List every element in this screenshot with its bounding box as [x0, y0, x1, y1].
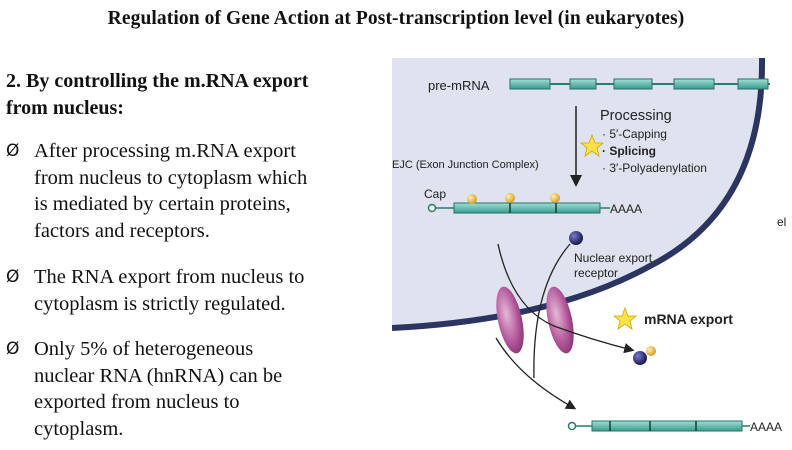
slide-title: Regulation of Gene Action at Post-transc…	[107, 8, 685, 29]
processed-mrna	[453, 202, 601, 214]
bullet-line: After processing m.RNA export	[34, 140, 296, 162]
cap-label: Cap	[424, 187, 446, 201]
exported-ejc	[646, 346, 656, 356]
bullet-item: Ø After processing m.RNA export from nuc…	[6, 138, 391, 244]
ejc-label: EJC (Exon Junction Complex)	[392, 159, 539, 171]
star-icon	[612, 306, 638, 330]
mrna-export-figure: pre-mRNA Processing · 5′-Capping · Splic…	[392, 58, 792, 442]
bullet-line: nuclear RNA (hnRNA) can be	[34, 364, 283, 387]
bullet-line: factors and receptors.	[34, 219, 210, 242]
exported-mrna-arrow	[495, 337, 577, 410]
processing-label: Processing	[600, 108, 672, 124]
edge-text: el	[777, 215, 786, 229]
cap-icon	[427, 203, 437, 213]
arrow-bullet-icon: Ø	[6, 141, 20, 161]
bullet-item: Ø The RNA export from nucleus to cytopla…	[6, 264, 391, 317]
polya-tail: AAAA	[750, 420, 782, 434]
pre-mrna-exons	[509, 78, 769, 90]
export-path-arrow	[497, 243, 635, 354]
exported-receptor	[633, 351, 647, 365]
ejc-protein	[505, 193, 515, 203]
pre-mrna-label: pre-mRNA	[428, 78, 490, 93]
nuclear-export-receptor	[569, 231, 583, 245]
polya-tail: AAAA	[610, 202, 642, 216]
nuclear-pore-left	[496, 286, 524, 354]
bullet-line: Only 5% of heterogeneous	[34, 338, 254, 360]
cap-icon	[567, 421, 577, 431]
arrow-bullet-icon: Ø	[6, 267, 20, 287]
mrna-export-label: mRNA export	[644, 311, 733, 327]
ejc-protein	[467, 194, 477, 204]
bullet-line: The RNA export from nucleus to	[34, 266, 305, 288]
bullet-line: exported from nucleus to	[34, 391, 240, 413]
arrow-bullet-icon: Ø	[6, 339, 20, 359]
receptor-path-arrow	[533, 243, 571, 379]
exported-mrna	[591, 420, 743, 432]
bullet-line: is mediated by certain proteins,	[34, 193, 291, 215]
nuclear-pore-right	[546, 286, 574, 354]
receptor-label: Nuclear export	[574, 251, 653, 265]
processing-step: · Splicing	[602, 144, 656, 158]
bullet-line: cytoplasm.	[34, 417, 124, 440]
star-icon	[579, 133, 605, 157]
processing-step: · 5′-Capping	[602, 127, 667, 141]
receptor-label: receptor	[574, 266, 618, 280]
nuclear-membrane	[392, 58, 766, 331]
nucleus-region	[392, 58, 763, 328]
bullet-item: Ø Only 5% of heterogeneous nuclear RNA (…	[6, 336, 391, 442]
ejc-protein	[550, 193, 560, 203]
subheading-line: 2. By controlling the m.RNA export	[6, 70, 309, 92]
processing-step: · 3′-Polyadenylation	[602, 161, 707, 175]
bullet-line: cytoplasm is strictly regulated.	[34, 292, 286, 315]
subheading: 2. By controlling the m.RNA export from …	[6, 68, 396, 122]
bullet-line: from nucleus to cytoplasm which	[34, 166, 308, 189]
subheading-line: from nucleus:	[6, 97, 124, 119]
